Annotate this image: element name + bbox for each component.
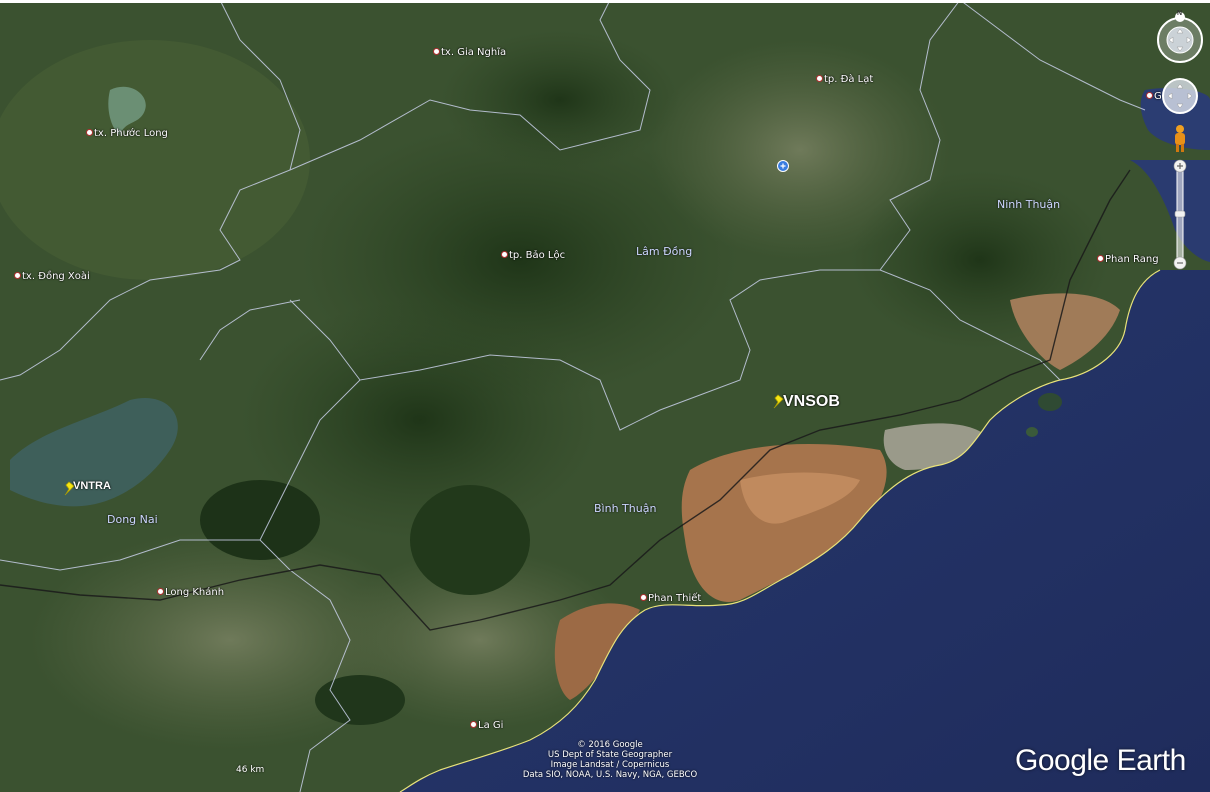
region-lam-dong: Lâm Đồng	[636, 245, 693, 258]
imagery-credits: © 2016 Google US Dept of State Geographe…	[500, 740, 720, 780]
credit-line: US Dept of State Geographer	[547, 750, 673, 760]
place-pin-icon	[14, 272, 21, 279]
pushpin-icon	[773, 394, 784, 409]
move-joystick-control[interactable]	[1160, 76, 1200, 116]
place-pin-icon	[470, 721, 477, 728]
compass-north-label: N	[1177, 10, 1183, 17]
place-pin-icon	[433, 48, 440, 55]
place-pin-icon	[816, 75, 823, 82]
place-pin-icon	[640, 594, 647, 601]
place-pin-icon	[86, 129, 93, 136]
credit-line: © 2016 Google	[577, 740, 643, 750]
region-ninh-thuan: Ninh Thuận	[997, 198, 1061, 211]
place-pin-icon	[1146, 92, 1153, 99]
credit-line: Image Landsat / Copernicus	[550, 760, 670, 770]
region-dong-nai: Dong Nai	[107, 513, 158, 526]
google-earth-logo: Google Earth	[1015, 744, 1186, 777]
street-view-pegman-icon[interactable]	[1172, 124, 1188, 154]
zoom-slider[interactable]	[1173, 159, 1187, 271]
place-pin-icon	[1097, 255, 1104, 262]
place-pin-icon	[501, 251, 508, 258]
region-binh-thuan: Bình Thuận	[594, 502, 657, 515]
pushpin-icon	[64, 481, 75, 496]
credit-line: Data SIO, NOAA, U.S. Navy, NGA, GEBCO	[522, 770, 698, 780]
poi-icon[interactable]	[776, 159, 790, 173]
navigation-controls: N	[1148, 4, 1210, 274]
compass-ring-control[interactable]	[1152, 8, 1208, 64]
place-pin-icon	[157, 588, 164, 595]
scale-label: 46 km	[236, 765, 265, 775]
